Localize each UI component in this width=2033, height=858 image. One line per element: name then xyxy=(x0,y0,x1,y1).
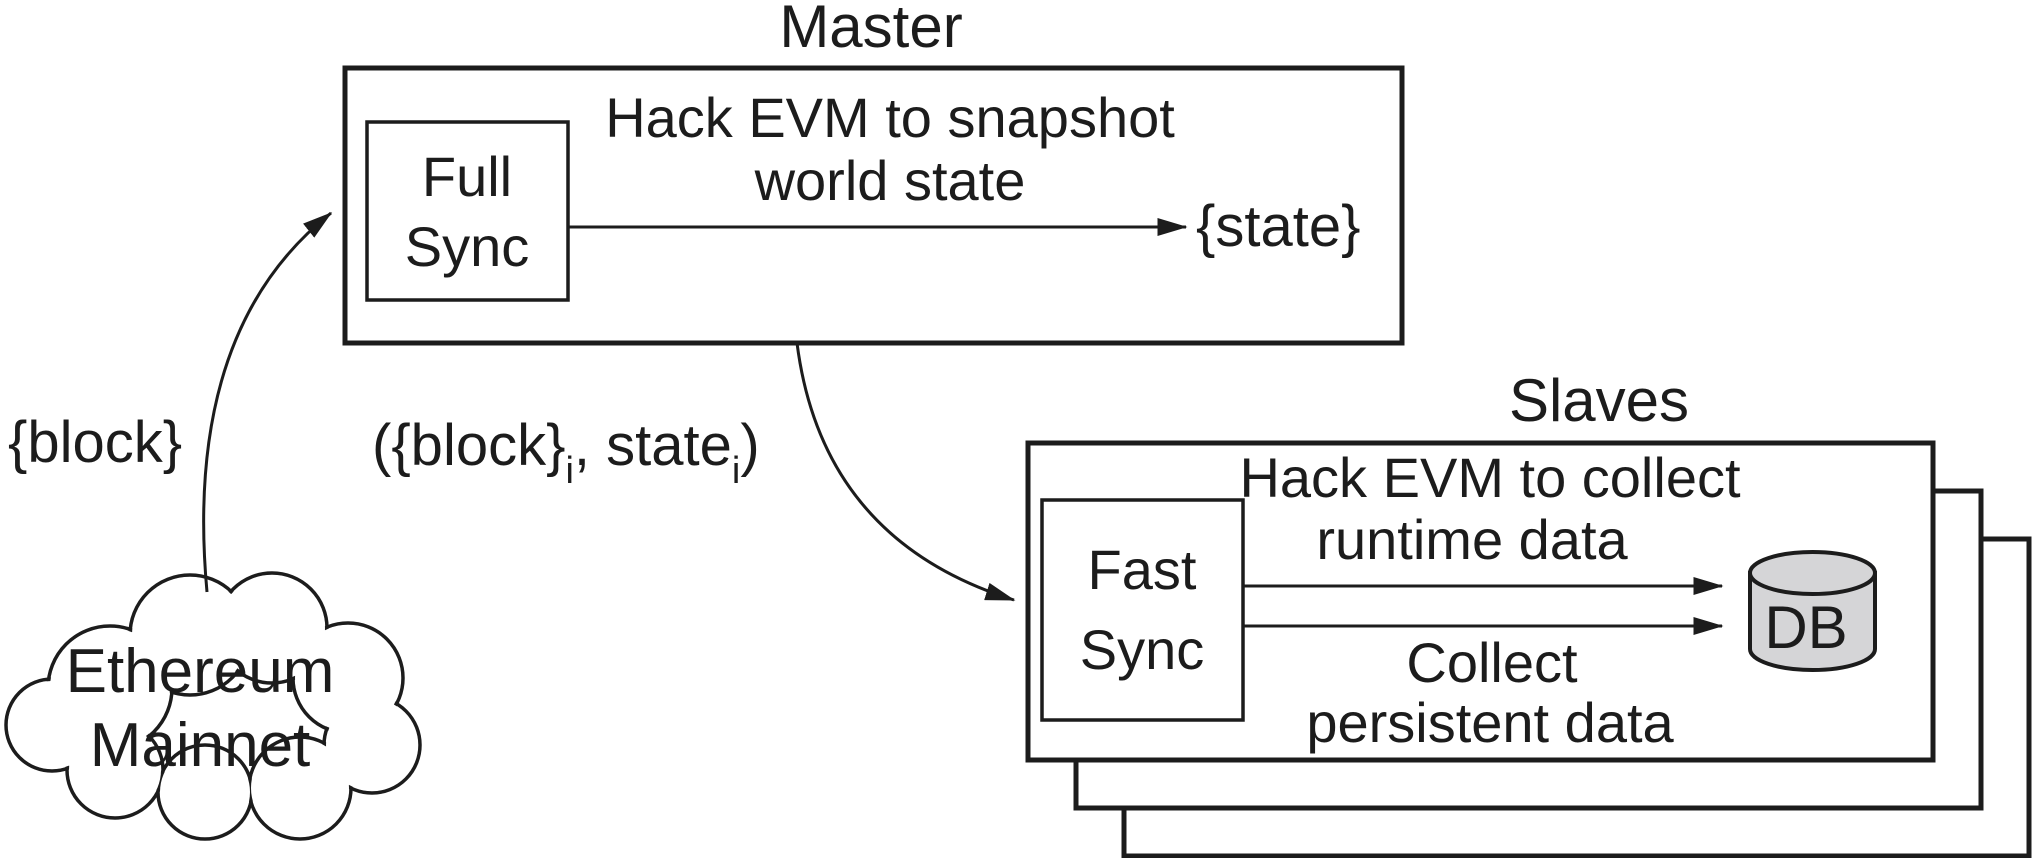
slaves-caption-top-line2: runtime data xyxy=(1316,508,1628,571)
text-layer: Master Slaves Hack EVM to snapshot world… xyxy=(8,0,1848,780)
db-cylinder-top xyxy=(1748,550,1877,596)
fast-sync-box xyxy=(1040,498,1245,722)
db-cylinder-body xyxy=(1748,571,1877,672)
full-sync-label-line2: Sync xyxy=(405,215,530,278)
block-state-tuple-label: ({block}i, statei) xyxy=(372,413,760,492)
master-caption-line2: world state xyxy=(754,149,1026,212)
tuple-subscript: i xyxy=(565,450,573,492)
full-sync-box xyxy=(365,120,570,302)
master-to-slaves-arrow xyxy=(795,342,1016,602)
slaves-title: Slaves xyxy=(1509,367,1689,434)
cloud-label-line1: Ethereum xyxy=(66,637,335,706)
tuple-subscript: i xyxy=(732,450,740,492)
fast-sync-label-line2: Sync xyxy=(1080,618,1205,681)
fast-sync-label-line1: Fast xyxy=(1088,538,1197,601)
cloud-label-line2: Mainnet xyxy=(90,711,311,780)
tuple-part: ({block} xyxy=(372,413,565,478)
cloud-body-fill xyxy=(8,575,418,837)
full-sync-label-line1: Full xyxy=(422,145,512,208)
block-label: {block} xyxy=(8,410,182,475)
slaves-caption-top-line1: Hack EVM to collect xyxy=(1239,446,1740,509)
cloud-to-master-arrow xyxy=(202,211,333,593)
slaves-caption-bottom-line2: persistent data xyxy=(1306,691,1674,754)
slaves-caption-bottom-line1: Collect xyxy=(1406,631,1578,694)
tuple-part: ) xyxy=(740,413,759,478)
state-label: {state} xyxy=(1196,194,1360,259)
database-icon xyxy=(1748,550,1877,672)
cloud-shape xyxy=(4,571,422,841)
shapes-layer xyxy=(4,65,2032,858)
tuple-part: , state xyxy=(574,413,732,478)
master-caption-line1: Hack EVM to snapshot xyxy=(605,86,1175,149)
master-title: Master xyxy=(779,0,962,60)
db-label: DB xyxy=(1764,594,1847,661)
